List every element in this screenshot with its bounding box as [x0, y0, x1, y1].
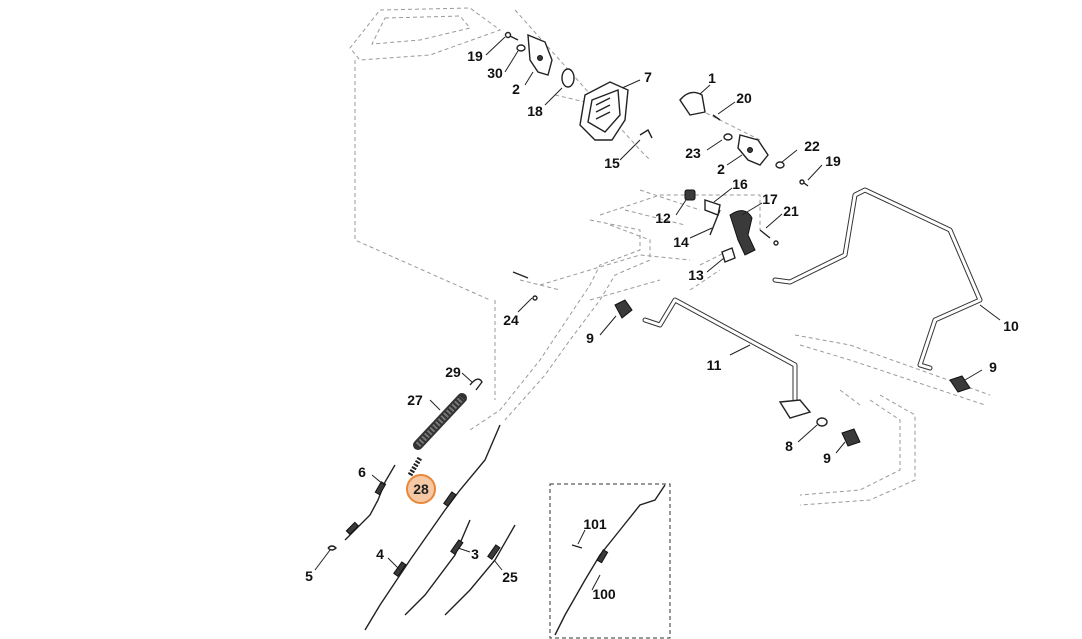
label-9-left[interactable]: 9: [586, 330, 594, 346]
part-27-spring: [413, 393, 467, 450]
part-16-lever: [704, 199, 721, 216]
part-25-cable: [444, 524, 516, 616]
part-2-bracket-left: [527, 33, 553, 76]
part-14-pin: [709, 209, 721, 236]
part-10-bail: [772, 187, 983, 371]
part-7-control-housing: [579, 81, 629, 141]
part-5-clip: [327, 545, 337, 551]
label-21[interactable]: 21: [783, 203, 799, 219]
label-9-lower[interactable]: 9: [823, 450, 831, 466]
part-24-bolt: [512, 271, 538, 301]
label-23[interactable]: 23: [685, 145, 701, 161]
label-9-right[interactable]: 9: [989, 359, 997, 375]
part-1-knob: [679, 91, 706, 116]
label-18[interactable]: 18: [527, 103, 543, 119]
label-15[interactable]: 15: [604, 155, 620, 171]
part-19-screw-left: [504, 31, 519, 41]
part-19-screw-right: [799, 179, 809, 187]
part-30-washer: [516, 44, 526, 52]
label-leaders: [314, 36, 1001, 591]
highlight-ring-28: [406, 474, 436, 504]
part-29-hook: [469, 378, 483, 391]
part-2-bracket-right: [737, 134, 769, 166]
label-16[interactable]: 16: [732, 176, 748, 192]
label-27[interactable]: 27: [407, 392, 423, 408]
label-28[interactable]: 28: [413, 481, 429, 497]
part-15-clip: [639, 128, 653, 139]
label-22[interactable]: 22: [804, 138, 820, 154]
label-19-right[interactable]: 19: [825, 153, 841, 169]
guide-lines: [519, 94, 761, 291]
part-23-washer: [723, 133, 733, 141]
label-4[interactable]: 4: [376, 546, 384, 562]
label-25[interactable]: 25: [502, 569, 518, 585]
label-2-right[interactable]: 2: [717, 161, 725, 177]
label-1[interactable]: 1: [708, 70, 716, 86]
label-24[interactable]: 24: [503, 312, 519, 328]
part-22-washer: [775, 161, 785, 169]
label-7[interactable]: 7: [644, 69, 652, 85]
part-21-screw: [759, 229, 779, 246]
label-17[interactable]: 17: [762, 191, 778, 207]
part-18-ring: [561, 68, 575, 88]
part-4-cable: [364, 424, 501, 631]
part-20-screw: [712, 114, 721, 121]
label-3[interactable]: 3: [471, 546, 479, 562]
label-6[interactable]: 6: [358, 464, 366, 480]
inset-box: [549, 483, 671, 639]
label-12[interactable]: 12: [655, 210, 671, 226]
label-2-left[interactable]: 2: [512, 81, 520, 97]
label-30[interactable]: 30: [487, 65, 503, 81]
label-10[interactable]: 10: [1003, 318, 1019, 334]
handle-outline-ghost: [349, 7, 991, 506]
part-17-handle: [729, 210, 756, 256]
label-29[interactable]: 29: [445, 364, 461, 380]
label-101[interactable]: 101: [583, 516, 607, 532]
part-6-cable: [344, 464, 396, 541]
label-11[interactable]: 11: [707, 357, 722, 373]
part-13-clamp: [721, 247, 736, 263]
part-8-bushing: [816, 417, 828, 427]
part-3-cable: [404, 519, 471, 616]
label-19-left[interactable]: 19: [467, 48, 483, 64]
part-9-grip-right: [949, 375, 971, 393]
part-12-bushing: [684, 189, 696, 201]
label-100[interactable]: 100: [592, 586, 616, 602]
part-9-grip-lower: [841, 428, 861, 447]
part-28-spring: [407, 456, 423, 477]
part-9-grip-left: [614, 299, 633, 319]
label-13[interactable]: 13: [688, 267, 704, 283]
label-8[interactable]: 8: [785, 438, 793, 454]
label-5[interactable]: 5: [305, 568, 313, 584]
part-11-lever: [642, 297, 812, 419]
part-labels: 1 2 2 3 4 5 6 7 8 9 9 9 10 11 12 13 14 1…: [305, 48, 1019, 602]
label-14[interactable]: 14: [673, 234, 689, 250]
label-20[interactable]: 20: [736, 90, 752, 106]
